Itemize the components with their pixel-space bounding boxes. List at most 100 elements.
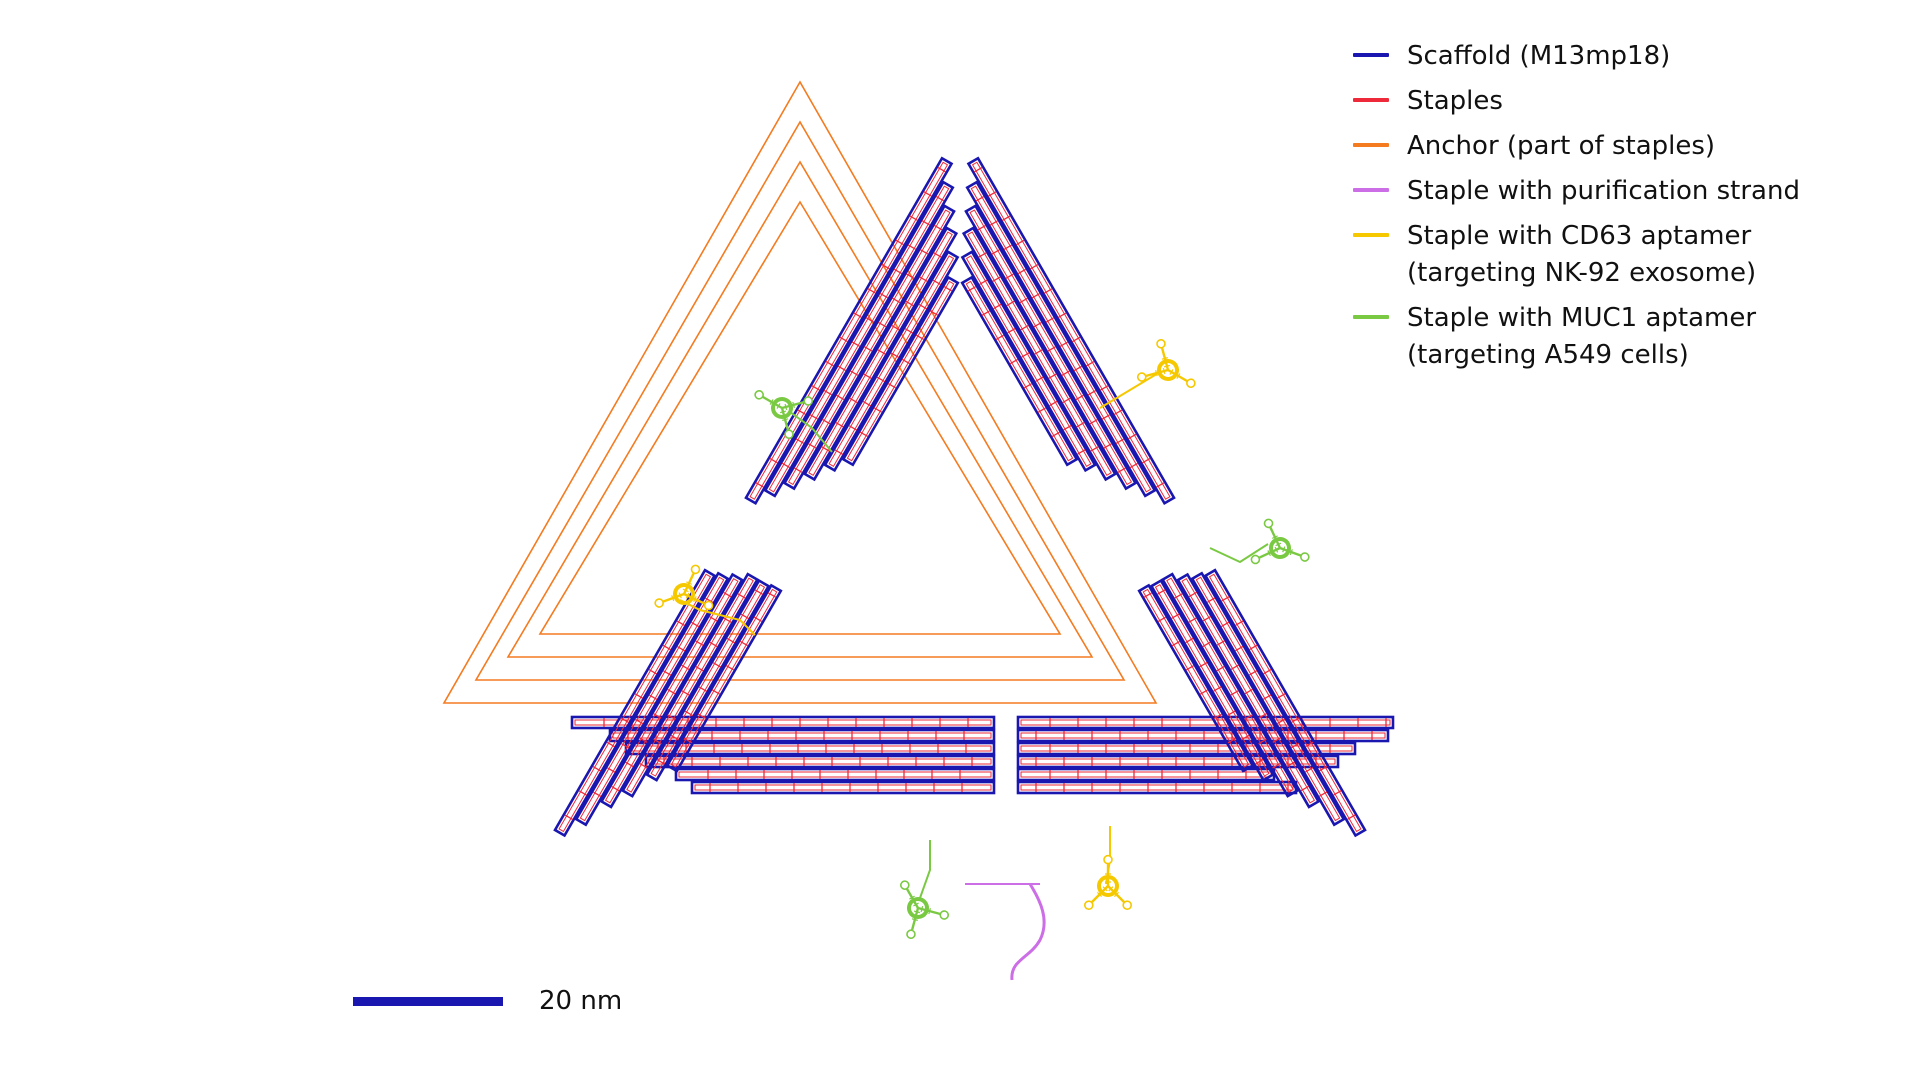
bundle-left-upper-crossover — [887, 382, 897, 389]
legend-item-purification: Staple with purification strand — [1353, 173, 1800, 210]
bundle-right-upper-crossover — [1117, 467, 1126, 474]
bundle-right-lower-crossover — [1291, 717, 1300, 723]
bundle-right-lower-crossover — [1249, 644, 1258, 651]
bundle-left-lower-crossover — [676, 645, 686, 652]
bundle-right-lower-crossover — [1333, 790, 1342, 796]
bundle-right-upper-crossover — [1061, 370, 1070, 377]
bundle-left-upper-crossover — [932, 279, 942, 286]
bundle-left-lower-crossover — [767, 592, 777, 598]
cd63-aptamer-upper-right-bp — [1155, 370, 1158, 377]
bundle-bottom-left-helix-4 — [624, 741, 996, 756]
muc1-aptamer-upper-left-tip — [784, 429, 794, 440]
bundle-left-lower-crossover — [578, 790, 587, 796]
bundle-left-upper-crossover — [769, 457, 778, 464]
cd63-aptamer-upper-right-bp — [1161, 357, 1168, 360]
cd63-linker-left — [679, 599, 756, 636]
legend-label-anchor: Anchor (part of staples) — [1407, 131, 1716, 161]
muc1-aptamer-upper-left-tip — [803, 396, 814, 406]
cd63-aptamer-left-bp — [682, 588, 689, 593]
bundle-left-upper-crossover — [915, 334, 925, 341]
muc1-aptamer-right-tip — [1263, 518, 1274, 529]
legend-swatch-scaffold — [1353, 53, 1389, 57]
bundle-left-upper-crossover — [808, 443, 817, 449]
bundle-bottom-right-helix-3 — [1016, 754, 1340, 769]
muc1-aptamer-right-bp — [1285, 547, 1290, 554]
bundle-right-upper-crossover — [974, 166, 983, 173]
bundle-left-upper-helix-2 — [763, 180, 955, 498]
bundle-left-lower-helix-3 — [599, 572, 744, 809]
bundle-bottom-left-staple-line-1 — [694, 784, 992, 791]
bundle-right-lower — [1137, 568, 1367, 838]
bundle-right-lower-crossover — [1290, 742, 1300, 749]
muc1-aptamer-right-bp — [1267, 550, 1271, 557]
muc1-linker-bottom — [919, 840, 931, 899]
bundle-right-lower-crossover — [1213, 713, 1223, 720]
bundle-right-upper-crossover — [1003, 244, 1013, 251]
origami-bundles — [553, 156, 1395, 838]
legend-label-muc1: Staple with MUC1 aptamer (targeting A549… — [1407, 303, 1757, 370]
bundle-left-upper-helix-6 — [841, 275, 960, 467]
bundle-right-upper-crossover — [1016, 239, 1025, 246]
bundle-right-upper-helix-3 — [964, 204, 1138, 491]
bundle-right-lower-crossover — [1272, 737, 1281, 743]
bundle-left-upper-staple-line-1 — [749, 161, 949, 500]
bundle-right-upper-crossover — [1030, 263, 1039, 270]
muc1-aptamer-bottom-tip — [900, 880, 910, 890]
legend: Scaffold (M13mp18) Staples Anchor (part … — [1353, 38, 1800, 382]
bundle-left-lower-crossover — [667, 714, 676, 720]
bundle-right-upper-crossover — [1023, 382, 1033, 389]
bundle-right-upper-crossover — [978, 252, 987, 258]
legend-swatch-muc1 — [1353, 315, 1389, 319]
bundle-right-lower-crossover — [1212, 686, 1222, 692]
bundle-left-lower — [553, 568, 783, 838]
bundle-right-lower-crossover — [1202, 616, 1211, 622]
cd63-aptamer-left-tip — [703, 600, 714, 611]
bundle-right-lower-staple-line-2 — [1195, 576, 1341, 822]
cd63-aptamer-upper-right-tip — [1136, 372, 1147, 382]
muc1-aptamer-upper-left-bp — [773, 401, 778, 407]
muc1-aptamer-bottom-bp — [911, 918, 918, 921]
bundle-left-lower-crossover — [656, 758, 666, 765]
bundle-right-lower-crossover — [1198, 661, 1208, 668]
bundle-right-lower-crossover — [1170, 613, 1180, 620]
bundle-right-lower-crossover — [1184, 637, 1194, 644]
bundle-right-lower-crossover — [1235, 620, 1244, 626]
purification-strand — [965, 883, 1046, 981]
bundle-right-upper-crossover — [991, 249, 1000, 255]
muc1-aptamer-right-bp — [1289, 549, 1293, 556]
muc1-linker-upper-left — [789, 411, 833, 453]
bundle-left-lower-crossover — [712, 661, 722, 668]
muc1-aptamer-upper-left-bp — [782, 418, 789, 421]
muc1-linker-right — [1209, 543, 1269, 564]
muc1-aptamer-bottom-bp — [909, 895, 915, 900]
bundle-right-upper-crossover — [1009, 358, 1019, 365]
bundle-right-upper-crossover — [1048, 400, 1058, 407]
bundle-right-upper-staple-line-1 — [971, 161, 1171, 500]
bundle-left-lower-crossover — [725, 664, 735, 671]
bundle-left-upper-crossover — [795, 438, 805, 444]
bundle-left-lower-crossover — [606, 741, 615, 748]
cd63-aptamer-upper-right-bp — [1162, 360, 1169, 364]
bundle-left-lower-crossover — [620, 717, 629, 723]
bundle-left-upper-crossover — [943, 285, 953, 292]
bundle-right-upper-crossover — [1034, 349, 1043, 355]
bundle-bottom-left — [570, 715, 996, 795]
bundle-right-lower-helix-4 — [1160, 572, 1300, 798]
cd63-aptamer-bottom-bp — [1096, 891, 1103, 898]
bundle-right-lower-crossover — [1226, 710, 1236, 717]
muc1-aptamer-upper-left-bp — [792, 401, 795, 408]
bundle-left-upper-crossover — [920, 249, 929, 255]
bundle-left-upper-crossover — [835, 421, 844, 428]
bundle-left-upper-staple-line-3 — [787, 209, 951, 486]
bundle-bottom-left-staple-line-3 — [648, 758, 992, 765]
bundle-left-lower-staple-line-4 — [626, 577, 754, 793]
bundle-left-lower-crossover — [684, 710, 694, 717]
legend-item-scaffold: Scaffold (M13mp18) — [1353, 38, 1800, 75]
bundle-left-upper-crossover — [918, 303, 928, 310]
bundle-right-lower-crossover — [1221, 596, 1230, 602]
bundle-right-upper-crossover — [1062, 424, 1072, 431]
cd63-aptamer-left-bp — [693, 596, 697, 603]
bundle-right-lower-crossover — [1244, 688, 1253, 695]
cd63-aptamer-left-bp — [684, 584, 691, 589]
